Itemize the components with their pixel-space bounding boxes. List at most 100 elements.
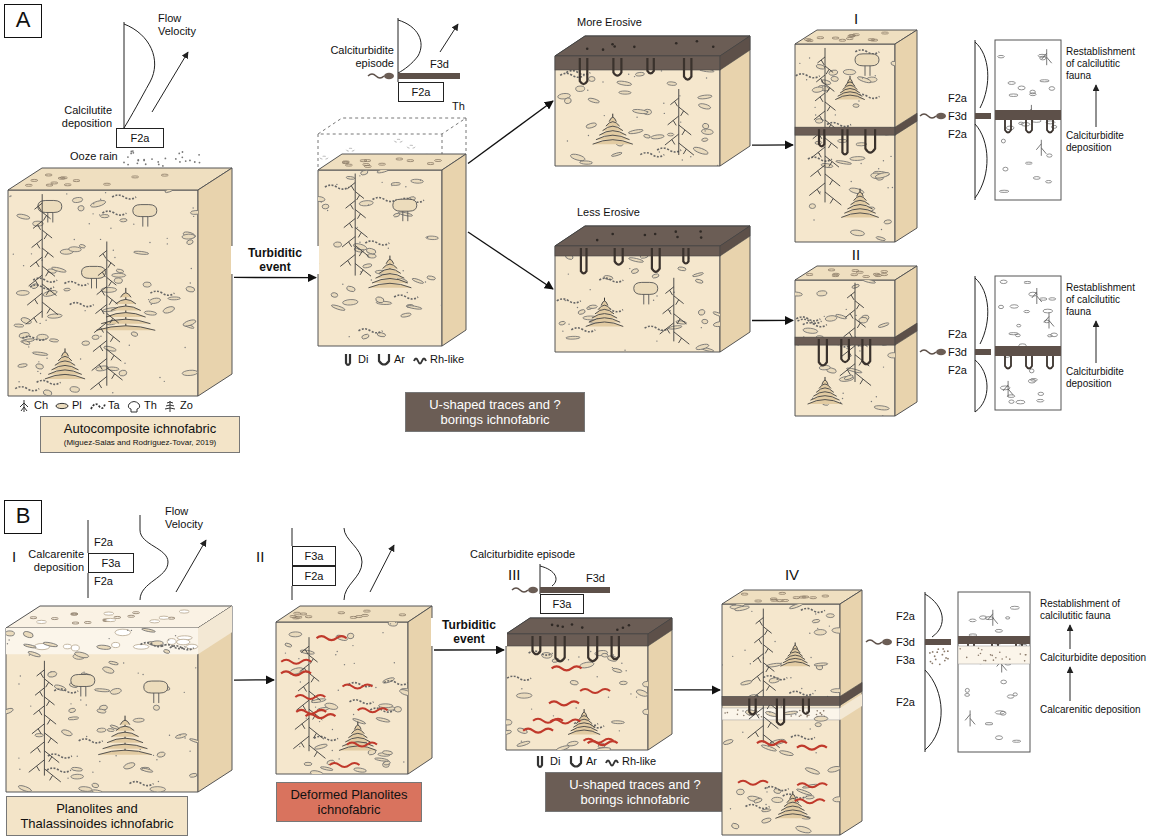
trace-dot <box>7 643 8 644</box>
trace-fossils <box>285 622 408 774</box>
side-face <box>408 606 432 774</box>
planolites-trace <box>815 723 821 727</box>
calcarenite-grain <box>790 715 792 717</box>
boring-dot <box>712 45 715 48</box>
sketch-grain <box>1025 654 1027 656</box>
planolites-trace <box>651 134 665 139</box>
facies-box: F3a <box>292 546 336 566</box>
planolites-trace <box>6 631 15 636</box>
sketch-trace <box>1003 167 1008 171</box>
trace-dot <box>553 715 554 716</box>
ooze-particle <box>132 152 134 154</box>
planolites-trace <box>186 286 196 293</box>
trace-dot <box>612 667 613 668</box>
trace-dot <box>630 693 631 694</box>
taenidium-trace <box>22 336 46 340</box>
trace-dot <box>112 392 113 393</box>
planolites-trace <box>143 282 151 287</box>
legend-text: Pl <box>72 399 82 411</box>
planolites-trace <box>72 197 83 203</box>
calcarenite-patch <box>36 620 46 623</box>
trace-dot <box>441 304 442 305</box>
calcarenite-grain <box>821 714 823 716</box>
taenidium-trace <box>314 736 338 740</box>
trace-dot <box>636 117 637 118</box>
trace-dot <box>890 156 891 157</box>
block-heading: I <box>795 10 917 28</box>
zoophycos-lamella <box>55 361 75 366</box>
calcarenite-grain <box>800 714 802 716</box>
trace-dot <box>790 677 791 678</box>
planolites-trace <box>43 389 53 396</box>
legend-sample <box>16 399 32 413</box>
trace-dot <box>18 757 19 758</box>
sediment-block <box>314 154 466 346</box>
front-face <box>8 190 198 396</box>
legend-sample <box>126 399 142 413</box>
planolites-trace <box>604 275 613 280</box>
legend-item: Di <box>532 754 560 769</box>
annotation-label: Calciturbidite deposition <box>1066 130 1146 154</box>
u-shaped-trace <box>613 58 621 76</box>
box-label: F2a <box>131 130 150 146</box>
planolites-trace <box>731 822 740 829</box>
planolites-trace <box>97 728 106 732</box>
legend-item: Ar <box>568 754 597 769</box>
trace-dot <box>809 633 810 634</box>
flow-velocity-arrow <box>370 545 394 592</box>
planolites-trace <box>51 266 66 273</box>
planolites-trace <box>398 211 413 217</box>
deformed-planolites-trace <box>343 685 373 689</box>
top-surface-trace <box>427 163 434 165</box>
top-surface-trace <box>779 592 786 594</box>
planolites-trace <box>377 332 386 337</box>
taenidium-trace <box>746 805 770 809</box>
planolites-trace <box>831 76 839 82</box>
top-surface-trace <box>852 270 859 272</box>
planolites-trace <box>713 311 720 317</box>
taenidium-trace <box>789 691 813 695</box>
thalassinoides-burrow <box>144 681 168 703</box>
trace-dot <box>37 371 38 372</box>
legend-sample <box>90 399 106 413</box>
legend-text: Zo <box>180 399 193 411</box>
turbidity-current-icon <box>920 113 946 119</box>
boring-dot <box>586 47 589 50</box>
panel-letter-box: A <box>4 4 42 38</box>
planolites-trace <box>149 297 161 304</box>
planolites-trace <box>375 757 389 761</box>
trace-dot <box>138 672 139 673</box>
calciturbidite-layer <box>722 682 862 724</box>
ichnofabric-column-sketch <box>995 40 1061 200</box>
boring-dot <box>699 230 702 233</box>
legend-item: Ch <box>16 398 48 413</box>
planolites-trace <box>773 788 781 794</box>
annotation-label: Calciturbidite deposition <box>1040 652 1148 664</box>
trace-dot <box>608 696 609 697</box>
legend-glyph <box>379 354 389 365</box>
ooze-particle <box>137 159 139 161</box>
trace-fossils <box>318 170 442 340</box>
planolites-trace <box>393 213 400 218</box>
top-surface-trace <box>295 616 302 618</box>
trace-dot <box>158 781 159 782</box>
planolites-trace <box>636 689 648 698</box>
ichnofabric-label-box: Deformed Planolites ichnofabric <box>276 782 422 822</box>
box-label: (Miguez-Salas and Rodríguez-Tovar, 2019) <box>47 438 233 448</box>
zoophycos-lamella <box>106 313 146 318</box>
eroded-trace <box>407 145 415 148</box>
taenidium-trace <box>507 676 531 680</box>
calcarenite-patch <box>106 618 116 621</box>
planolites-trace <box>78 786 92 792</box>
u-shaped-trace <box>555 636 564 661</box>
planolites-trace <box>49 338 58 342</box>
planolites-trace <box>878 322 889 328</box>
thalassinoides-trace <box>144 681 168 703</box>
planolites-trace <box>16 290 29 295</box>
boring-dot <box>616 629 619 632</box>
planolites-trace <box>92 783 100 789</box>
calciturbidite-band-side <box>720 226 750 256</box>
planolites-trace <box>322 204 329 209</box>
planolites-trace <box>382 750 392 755</box>
trace-dot <box>395 622 396 623</box>
